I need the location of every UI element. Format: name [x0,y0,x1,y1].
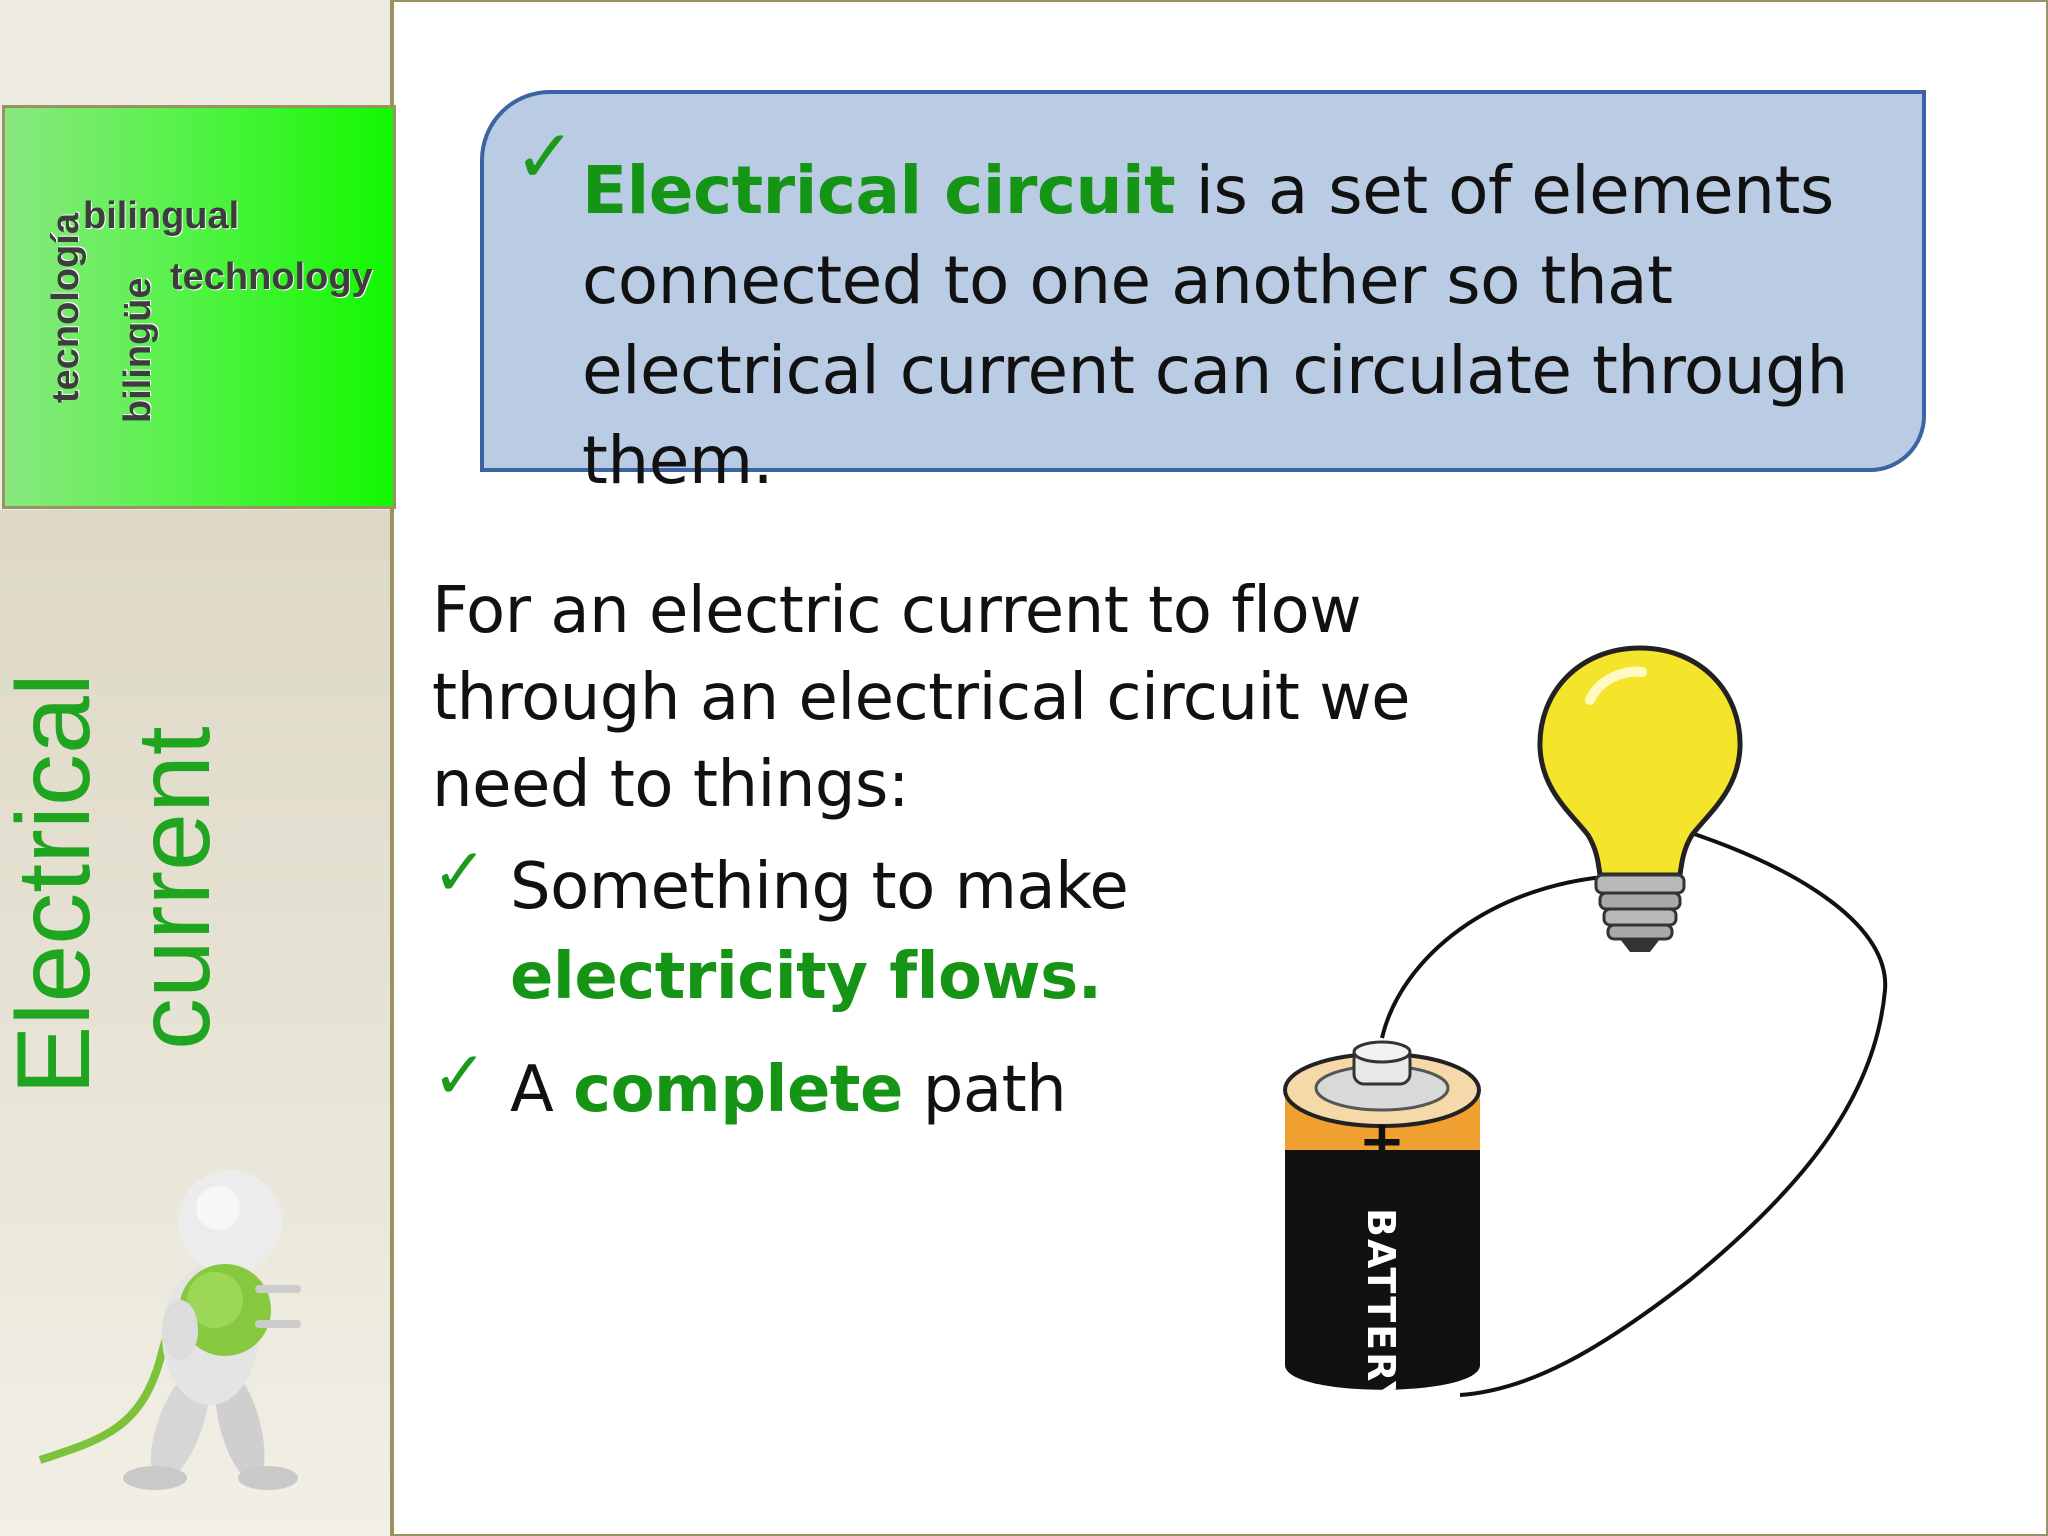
logo-word-technology: technology [170,256,373,298]
definition-box: ✓ Electrical circuit is a set of element… [480,90,1926,499]
definition-term: Electrical circuit [582,152,1176,229]
circuit-illustration: + BATTERY [1283,645,1888,1410]
list-item-plain: Something to make [510,850,1129,924]
definition-body: is a set of elements connected to one an… [582,152,1848,499]
logo-word-tecnologia: tecnología [45,212,87,403]
sidebar: tecnología bilingüe bilingual technology… [0,0,396,1536]
figure-with-plug-icon [38,1170,301,1490]
battery-plus-label: + [1359,1109,1406,1174]
light-bulb-icon [1537,645,1743,952]
checkmark-icon: ✓ [432,834,487,911]
battery-icon: + BATTERY [1283,1040,1481,1410]
list-item-tail: path [902,1053,1067,1127]
list-item-highlight: electricity flows. [510,940,1102,1014]
section-title-line-1: Electrical [0,673,112,1095]
bilingual-technology-logo: tecnología bilingüe bilingual technology [2,105,396,509]
list-item-highlight: complete [573,1053,903,1127]
wire [1380,873,1631,1039]
checkmark-icon: ✓ [514,114,577,200]
wire [1459,824,1888,1397]
section-title-line-2: current [116,726,232,1050]
intro-paragraph: For an electric current to flow through … [432,574,1410,822]
list-item-text: A complete path [510,1045,1410,1135]
list-item-plain: A [510,1053,574,1127]
definition-text: Electrical circuit is a set of elements … [582,146,1912,506]
checkmark-icon: ✓ [432,1037,487,1114]
list-item-text: Something to make electricity flows. [510,842,1410,1022]
logo-word-bilingue: bilingüe [117,277,159,423]
battery-label: BATTERY [1359,1208,1403,1410]
logo-word-bilingual: bilingual [83,195,240,237]
